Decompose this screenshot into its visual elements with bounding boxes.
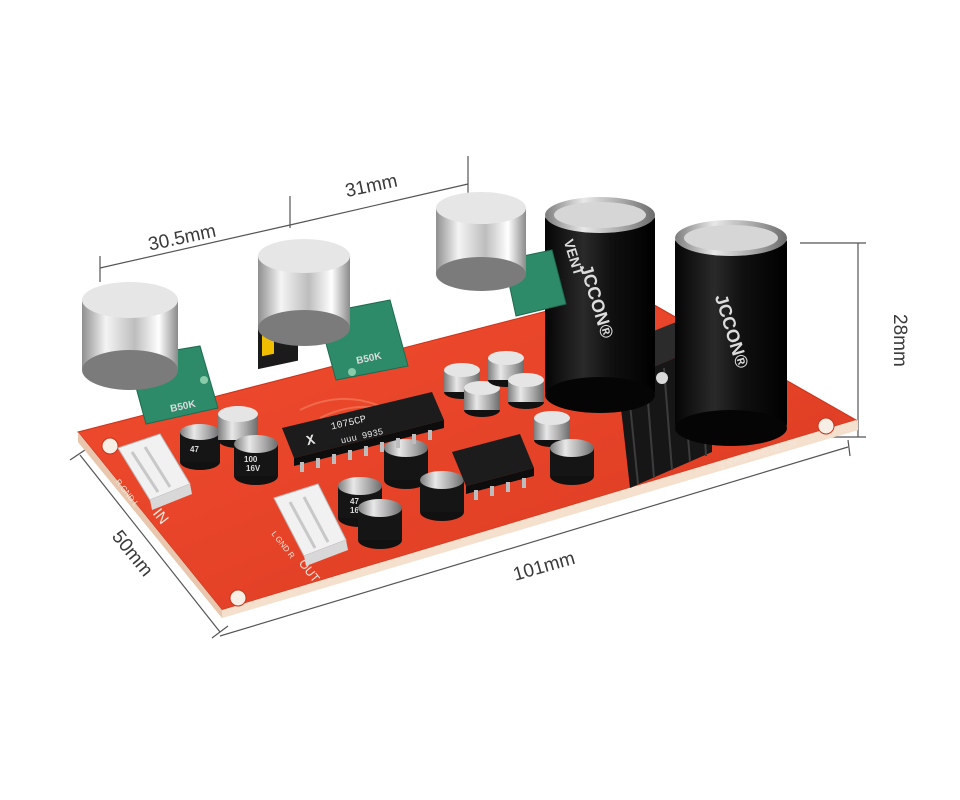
knob-bass: [82, 282, 178, 390]
knob-treble: [436, 192, 526, 291]
ic-chip-main: X 1075CP uuu 9935: [282, 392, 444, 472]
small-capacitors: 47 100 16V 47 16V: [180, 351, 594, 549]
dim-length: 101mm: [511, 548, 578, 586]
pot-2-label: B50K: [355, 351, 383, 367]
big-capacitor-right: JCCON®: [675, 220, 787, 446]
knob-mid: [258, 239, 350, 346]
dim-width: 50mm: [107, 527, 157, 581]
ic-chip-opamp: [452, 434, 534, 500]
small-cap-label-3: 16V: [246, 464, 261, 473]
output-connector: [273, 483, 348, 566]
dim-knob-spacing-1: 30.5mm: [146, 221, 218, 256]
small-cap-label-1: 47: [190, 445, 199, 454]
input-connector: [117, 433, 192, 510]
small-cap-label-5: 16V: [350, 506, 365, 515]
small-cap-label-4: 47: [350, 497, 359, 506]
big-capacitor-left: JCCON® VENT: [545, 197, 655, 413]
pot-1-label: B50K: [169, 399, 197, 415]
small-cap-label-2: 100: [244, 455, 258, 464]
dim-knob-spacing-2: 31mm: [343, 171, 399, 203]
dim-height: 28mm: [889, 314, 910, 367]
dimension-lines: [69, 156, 866, 639]
